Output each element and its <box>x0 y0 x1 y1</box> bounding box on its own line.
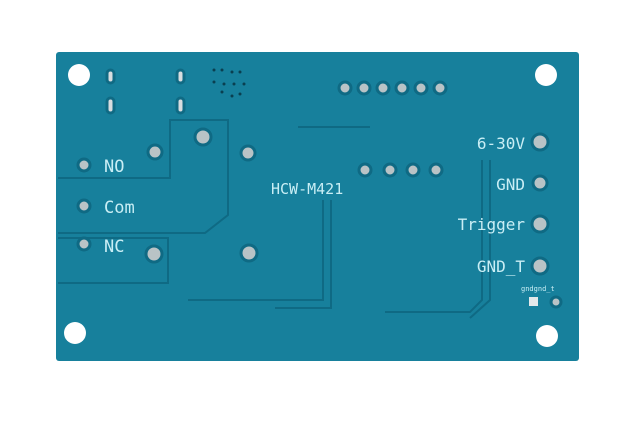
via-grid <box>212 68 246 98</box>
label-gnd: GND <box>496 175 525 194</box>
label-trigger: Trigger <box>458 215 526 234</box>
label-nc: NC <box>104 237 124 257</box>
label-com: Com <box>104 198 135 218</box>
solder-pads <box>76 80 563 309</box>
mounting-holes <box>64 64 558 347</box>
board-model: HCW-M421 <box>271 180 343 198</box>
label-gndgnd-t: gndgnd_t <box>521 285 555 293</box>
copper-traces <box>58 119 491 319</box>
pcb-board <box>56 52 579 361</box>
slot-pads <box>105 68 186 115</box>
label-gnd-t: GND_T <box>477 257 526 276</box>
square-pad <box>529 297 538 306</box>
label-6-30v: 6-30V <box>477 134 526 153</box>
label-no: NO <box>104 157 124 177</box>
